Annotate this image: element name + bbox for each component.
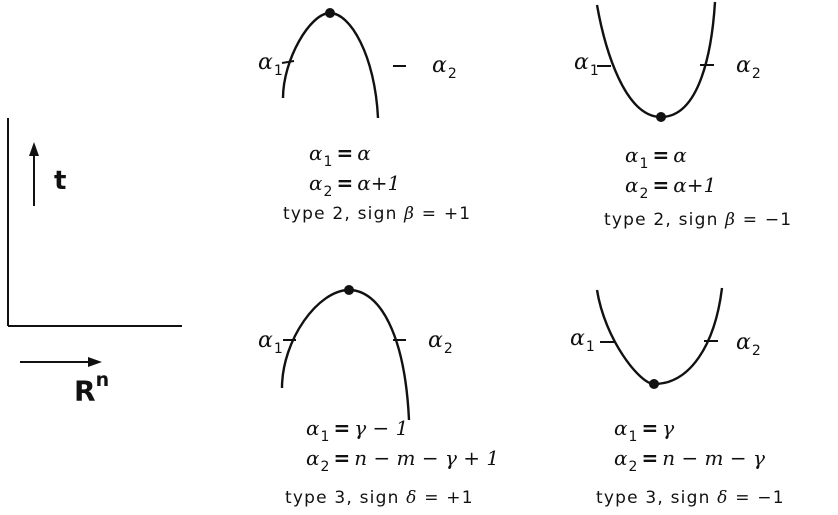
critical-point-dot-1 xyxy=(325,8,335,18)
cap-curve-3 xyxy=(280,288,411,421)
panel-4-equation-2: α2=n − m − γ xyxy=(614,446,765,475)
panel-2-right-label: α2 xyxy=(736,53,761,82)
curve-panel-4 xyxy=(595,287,724,389)
curve-panel-1 xyxy=(281,8,406,119)
critical-point-dot-2 xyxy=(656,112,666,122)
curve-panel-2 xyxy=(595,1,717,122)
cup-curve-4 xyxy=(595,287,724,386)
cap-curve-1 xyxy=(281,11,380,119)
panel-3-left-label: α1 xyxy=(258,328,283,357)
r-arrow-head xyxy=(88,357,102,367)
panel-2-caption: type 2, sign β = −1 xyxy=(604,210,793,230)
t-arrow-head xyxy=(29,142,39,156)
panel-2-equation-2: α2=α+1 xyxy=(625,173,717,202)
panel-3-right-label: α2 xyxy=(428,328,453,357)
critical-point-dot-4 xyxy=(649,379,659,389)
panel-4-equation-1: α1=γ xyxy=(614,416,675,445)
horizontal-axis-label: Rn xyxy=(74,371,109,408)
vertical-axis-label: t xyxy=(54,166,67,196)
panel-1-left-label: α1 xyxy=(258,50,283,79)
panel-1-caption: type 2, sign β = +1 xyxy=(283,204,472,224)
horizontal-axis-base: R xyxy=(74,374,96,408)
panel-1-right-label: α2 xyxy=(432,53,457,82)
horizontal-axis-superscript: n xyxy=(95,369,110,391)
critical-point-dot-3 xyxy=(344,285,354,295)
curve-panel-3 xyxy=(280,285,411,421)
panel-3-equation-2: α2=n − m − γ + 1 xyxy=(306,446,500,475)
panel-4-right-label: α2 xyxy=(736,330,761,359)
panel-2-equation-1: α1=α xyxy=(625,143,687,172)
tick-mark-left-1 xyxy=(281,60,295,64)
panel-3-equation-1: α1=γ − 1 xyxy=(306,416,409,445)
panel-1-equation-1: α1=α xyxy=(309,141,371,170)
panel-4-left-label: α1 xyxy=(570,326,595,355)
panel-3-caption: type 3, sign δ = +1 xyxy=(285,488,474,508)
panel-2-left-label: α1 xyxy=(574,50,599,79)
cup-curve-2 xyxy=(595,1,717,119)
panel-4-caption: type 3, sign δ = −1 xyxy=(596,488,785,508)
panel-1-equation-2: α2=α+1 xyxy=(309,171,401,200)
